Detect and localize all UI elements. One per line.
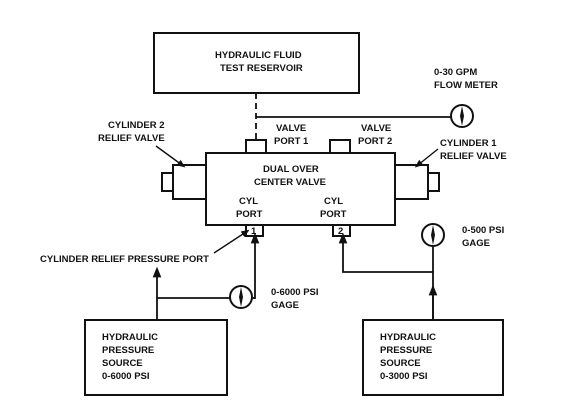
source-left-line3: SOURCE bbox=[102, 358, 143, 369]
source-right-line4: 0-3000 PSI bbox=[380, 371, 428, 382]
valve-port-1-label-line2: PORT 1 bbox=[274, 136, 309, 147]
cyl2-relief-label-line2: RELIEF VALVE bbox=[98, 133, 165, 144]
hydraulic-source-0-3000: HYDRAULIC PRESSURE SOURCE 0-3000 PSI bbox=[362, 319, 504, 396]
valve-port-2-label-line2: PORT 2 bbox=[358, 136, 392, 147]
right-pressure-line bbox=[338, 232, 434, 320]
dual-valve-label-line2: CENTER VALVE bbox=[254, 177, 326, 188]
cyl-port-2-number: 2 bbox=[338, 226, 343, 237]
flow-meter-label-line2: FLOW METER bbox=[434, 80, 498, 91]
cyl1-relief-label-line2: RELIEF VALVE bbox=[440, 151, 507, 162]
cylinder-2-relief-valve bbox=[161, 164, 207, 200]
reservoir-label-line1: HYDRAULIC FLUID bbox=[215, 50, 302, 61]
source-left-line2: PRESSURE bbox=[102, 345, 154, 356]
cyl1-relief-label-line1: CYLINDER 1 bbox=[440, 138, 497, 149]
source-right-line1: HYDRAULIC bbox=[380, 332, 436, 343]
cyl-port-2-label-line2: PORT bbox=[320, 209, 347, 220]
flow-meter-gauge bbox=[450, 104, 474, 128]
cylinder-1-relief-valve bbox=[394, 164, 440, 200]
test-reservoir: HYDRAULIC FLUID TEST RESERVOIR bbox=[153, 32, 360, 94]
cyl-port-1-label-line2: PORT bbox=[236, 209, 263, 220]
reservoir-label-line2: TEST RESERVOIR bbox=[220, 63, 303, 74]
left-pressure-line bbox=[156, 232, 260, 320]
valve-port-1-stub bbox=[245, 139, 267, 154]
cyl-port-1-number: 1 bbox=[251, 226, 257, 237]
relief-port-leader bbox=[213, 229, 250, 254]
gage-6000-psi bbox=[229, 285, 253, 309]
cyl1-relief-leader bbox=[414, 148, 439, 168]
source-right-line2: PRESSURE bbox=[380, 345, 432, 356]
relief-port-label: CYLINDER RELIEF PRESSURE PORT bbox=[40, 254, 209, 265]
cyl2-relief-leader bbox=[155, 145, 186, 168]
dual-over-center-valve: DUAL OVER CENTER VALVE CYL PORT CYL PORT bbox=[205, 152, 396, 226]
flow-meter-label-line1: 0-30 GPM bbox=[434, 67, 477, 78]
cyl-port-1-label-line1: CYL bbox=[239, 196, 258, 207]
gage-500-label-line2: GAGE bbox=[462, 238, 490, 249]
cyl-port-2-label-line1: CYL bbox=[324, 196, 343, 207]
valve-port-2-label-line1: VALVE bbox=[361, 123, 391, 134]
hydraulic-source-0-6000: HYDRAULIC PRESSURE SOURCE 0-6000 PSI bbox=[84, 319, 228, 396]
gage-500-label-line1: 0-500 PSI bbox=[462, 225, 504, 236]
cyl2-relief-label-line1: CYLINDER 2 bbox=[108, 120, 164, 131]
source-left-line4: 0-6000 PSI bbox=[102, 371, 150, 382]
valve-port-2-stub bbox=[329, 139, 351, 154]
valve-port-1-label-line1: VALVE bbox=[276, 123, 306, 134]
gage-6000-label-line1: 0-6000 PSI bbox=[271, 287, 319, 298]
source-left-line1: HYDRAULIC bbox=[102, 332, 158, 343]
gage-6000-label-line2: GAGE bbox=[271, 300, 299, 311]
gage-500-psi bbox=[421, 223, 445, 247]
source-right-line3: SOURCE bbox=[380, 358, 421, 369]
dual-valve-label-line1: DUAL OVER bbox=[263, 164, 319, 175]
